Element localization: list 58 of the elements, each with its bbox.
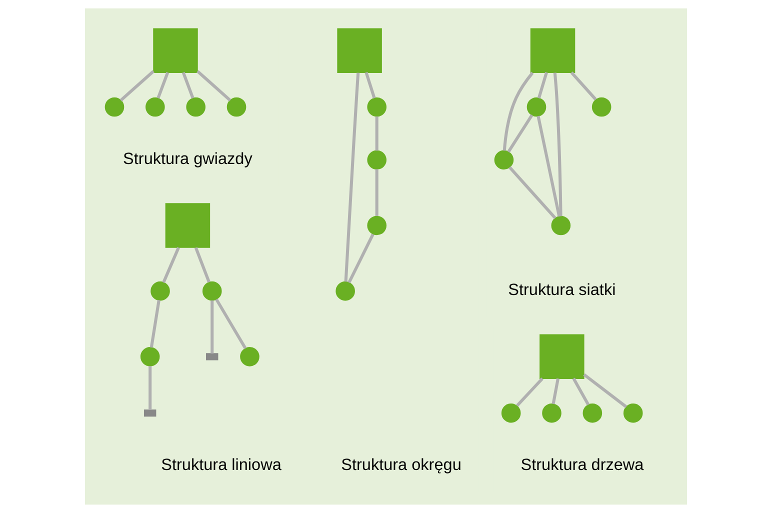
node-box [164,203,210,248]
label: Struktura siatki [508,280,616,299]
connector [347,234,374,284]
node-circle [145,97,164,117]
node-circle [366,216,386,236]
node-box [336,28,382,73]
connector [502,72,534,151]
connector [344,72,360,282]
node-bar [143,410,156,417]
connector [214,298,246,350]
node-circle [366,97,386,117]
connector [162,247,180,284]
node-circle [140,347,160,366]
node-circle [500,403,520,423]
connector [536,72,548,99]
node-bar [206,353,218,360]
connector [374,116,378,151]
connector [196,70,231,102]
connector [119,70,154,102]
connector [148,366,152,410]
connector [582,373,627,408]
label: Struktura drzewa [520,456,644,474]
connector [551,378,560,404]
connector [572,378,590,406]
node-circle [591,97,611,117]
connector [552,72,562,216]
node-circle [622,403,642,423]
node-circle [150,281,170,301]
connector [508,166,556,220]
connector [210,300,214,354]
connector [156,72,169,99]
node-circle [202,281,222,301]
connector [374,169,378,216]
connector [149,300,160,348]
node-circle [582,403,602,423]
connector [364,72,376,99]
connector [506,114,533,153]
node-box [530,28,575,73]
node-circle [550,216,570,236]
node-circle [226,97,246,117]
connector [570,71,596,100]
label: Struktura gwiazdy [122,150,252,168]
connector [181,72,194,99]
node-circle [240,347,259,366]
label: Struktura okręgu [340,456,461,474]
node-circle [526,97,546,117]
node-circle [366,150,386,170]
label: Struktura liniowa [160,456,281,474]
node-circle [335,281,354,301]
node-circle [186,97,205,117]
node-box [152,28,198,73]
connector [536,116,560,217]
node-box [539,334,584,380]
node-circle [542,403,561,423]
connector [516,378,544,407]
node-circle [494,150,514,170]
connector [194,247,210,283]
node-circle [104,97,124,117]
